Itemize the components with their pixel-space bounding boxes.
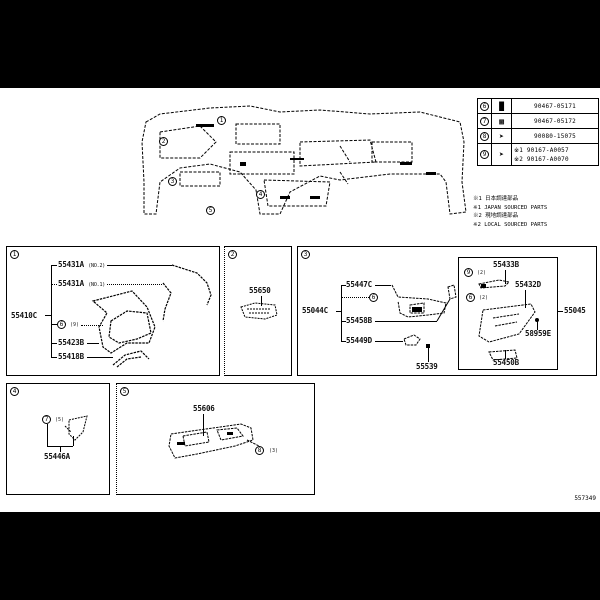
callout-8[interactable]: 8 <box>255 446 264 455</box>
part-label-55449d[interactable]: 55449D <box>346 336 372 345</box>
ref-number: 8 <box>477 128 492 144</box>
panel-3-glove-box: 3 55044C 55447C 6 55458B 55449D 55539 <box>297 246 597 376</box>
illustration-code: 557349 <box>574 495 596 502</box>
table-row: 6 █ 90467-05171 <box>477 98 599 114</box>
part-label-55433b[interactable]: 55433B <box>493 260 519 269</box>
overview-callout-5[interactable]: 5 <box>206 206 215 215</box>
side-cover-icon <box>64 415 88 441</box>
panel-5-lower-panel: 5 55606 8 (3) <box>116 383 315 495</box>
part-label-55431a-no2[interactable]: 55431A (NO.2) <box>58 260 106 269</box>
callout-qty: (2) <box>477 270 487 276</box>
part-label-55606[interactable]: 55606 <box>193 404 215 413</box>
clip-icon: █ <box>491 98 512 114</box>
switch-base-icon <box>240 302 278 320</box>
part-label-55045[interactable]: 55045 <box>564 306 586 315</box>
callout-7[interactable]: 7 <box>42 415 51 424</box>
table-row: 7 ▩ 90467-05172 <box>477 113 599 129</box>
part-label-55418b[interactable]: 55418B <box>58 352 84 361</box>
part-number[interactable]: ※2 90167-A0070 <box>514 155 569 163</box>
callout-6[interactable]: 6 <box>57 320 66 329</box>
part-label-55539[interactable]: 55539 <box>416 362 438 371</box>
part-label-55431a-no1[interactable]: 55431A (NO.1) <box>58 279 106 288</box>
part-label-55432d[interactable]: 55432D <box>515 280 541 289</box>
part-number[interactable]: ※1 90167-A0057 <box>514 146 569 154</box>
sourcing-notes: ※1 日本調達部品 ※1 JAPAN SOURCED PARTS ※2 現地調達… <box>473 195 547 229</box>
note-line: ※1 日本調達部品 <box>473 196 519 202</box>
lower-panel-assembly-icon <box>168 423 260 459</box>
part-label-55446a[interactable]: 55446A <box>44 452 70 461</box>
ref-number: 6 <box>477 98 492 114</box>
overview-callout-4[interactable]: 4 <box>256 190 265 199</box>
part-label-55410c[interactable]: 55410C <box>11 311 37 320</box>
note-line: ※1 JAPAN SOURCED PARTS <box>473 204 548 211</box>
part-label-58959e[interactable]: 58959E <box>525 329 551 338</box>
instrument-panel-outline-icon <box>141 105 467 215</box>
table-row: 9 ➤ ※1 90167-A0057 ※2 90167-A0070 <box>477 143 599 166</box>
callout-6[interactable]: 6 <box>466 293 475 302</box>
overview-callout-1[interactable]: 1 <box>217 116 226 125</box>
note-line: ※2 現地調達部品 <box>473 213 519 219</box>
panel-4-side-cover: 4 7 (5) 55446A <box>6 383 110 495</box>
overview-callout-3[interactable]: 3 <box>168 177 177 186</box>
part-label-55423b[interactable]: 55423B <box>58 338 84 347</box>
panel-ref: 4 <box>10 387 19 396</box>
part-label-55458b[interactable]: 55458B <box>346 316 372 325</box>
part-number-variants: ※1 90167-A0057 ※2 90167-A0070 <box>511 143 599 166</box>
callout-qty: (5) <box>55 417 65 423</box>
panel-ref: 1 <box>10 250 19 259</box>
cluster-finish-panel-icon <box>91 264 212 368</box>
panel-2-switch: 2 55650 <box>224 246 292 376</box>
callout-9[interactable]: 9 <box>464 268 473 277</box>
dashboard-overview: 1 2 3 4 5 <box>140 102 470 220</box>
table-row: 8 ➤ 90080-15075 <box>477 128 599 144</box>
part-number[interactable]: 90467-05171 <box>511 98 599 114</box>
part-label-55447c[interactable]: 55447C <box>346 280 372 289</box>
fastener-parts-table: 6 █ 90467-05171 7 ▩ 90467-05172 8 ➤ 9008… <box>477 98 599 166</box>
glove-box-lock-icon <box>391 284 457 348</box>
panel-ref: 5 <box>120 387 129 396</box>
glove-box-door-icon <box>478 279 539 361</box>
panel-ref: 2 <box>228 250 237 259</box>
ref-number: 7 <box>477 113 492 129</box>
glove-box-door-subassembly: 9 (2) 55433B 55432D 6 (2) 58959E 55450 <box>458 257 558 370</box>
screw-icon: ➤ <box>491 128 512 144</box>
part-label-55044c[interactable]: 55044C <box>302 306 328 315</box>
ref-number: 9 <box>477 143 492 166</box>
panel-1-cluster-finish: 1 55410C 55431A (NO.2) 55431A (NO.1) 6 (… <box>6 246 220 376</box>
clip-icon: ▩ <box>491 113 512 129</box>
part-label-55450b[interactable]: 55450B <box>493 358 519 367</box>
overview-callout-2[interactable]: 2 <box>159 137 168 146</box>
part-label-55650[interactable]: 55650 <box>249 286 271 295</box>
screw-icon: ➤ <box>491 143 512 166</box>
callout-qty: (2) <box>479 295 489 301</box>
note-line: ※2 LOCAL SOURCED PARTS <box>473 221 548 228</box>
callout-6[interactable]: 6 <box>369 293 378 302</box>
part-number[interactable]: 90467-05172 <box>511 113 599 129</box>
part-number[interactable]: 90080-15075 <box>511 128 599 144</box>
parts-diagram-sheet: 1 2 3 4 5 6 █ 90467-05171 7 ▩ 90467-0517… <box>0 88 600 512</box>
panel-ref: 3 <box>301 250 310 259</box>
callout-qty: (3) <box>269 448 279 454</box>
callout-qty: (9) <box>70 322 80 328</box>
